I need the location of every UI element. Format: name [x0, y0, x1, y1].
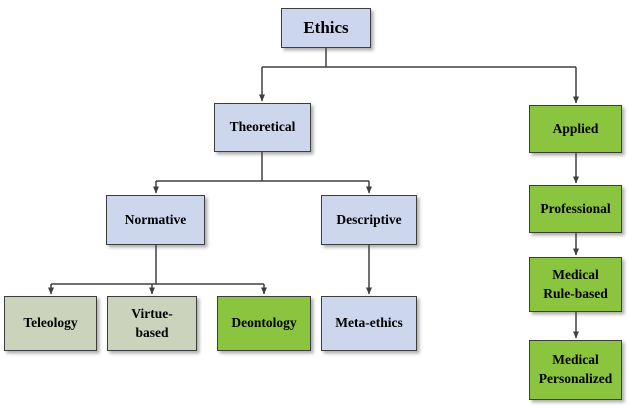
node-theoretical: Theoretical — [214, 103, 311, 152]
node-teleology: Teleology — [4, 296, 97, 351]
node-ethics: Ethics — [281, 8, 371, 48]
node-normative: Normative — [106, 195, 205, 245]
node-deontology: Deontology — [217, 296, 311, 351]
node-applied: Applied — [529, 105, 622, 153]
node-meta-ethics: Meta-ethics — [321, 296, 417, 351]
node-descriptive: Descriptive — [321, 195, 417, 245]
node-virtue-based: Virtue- based — [107, 296, 197, 351]
node-medical-rule-based: Medical Rule-based — [529, 257, 622, 312]
node-professional: Professional — [529, 185, 622, 233]
node-medical-personalized: Medical Personalized — [529, 340, 622, 400]
